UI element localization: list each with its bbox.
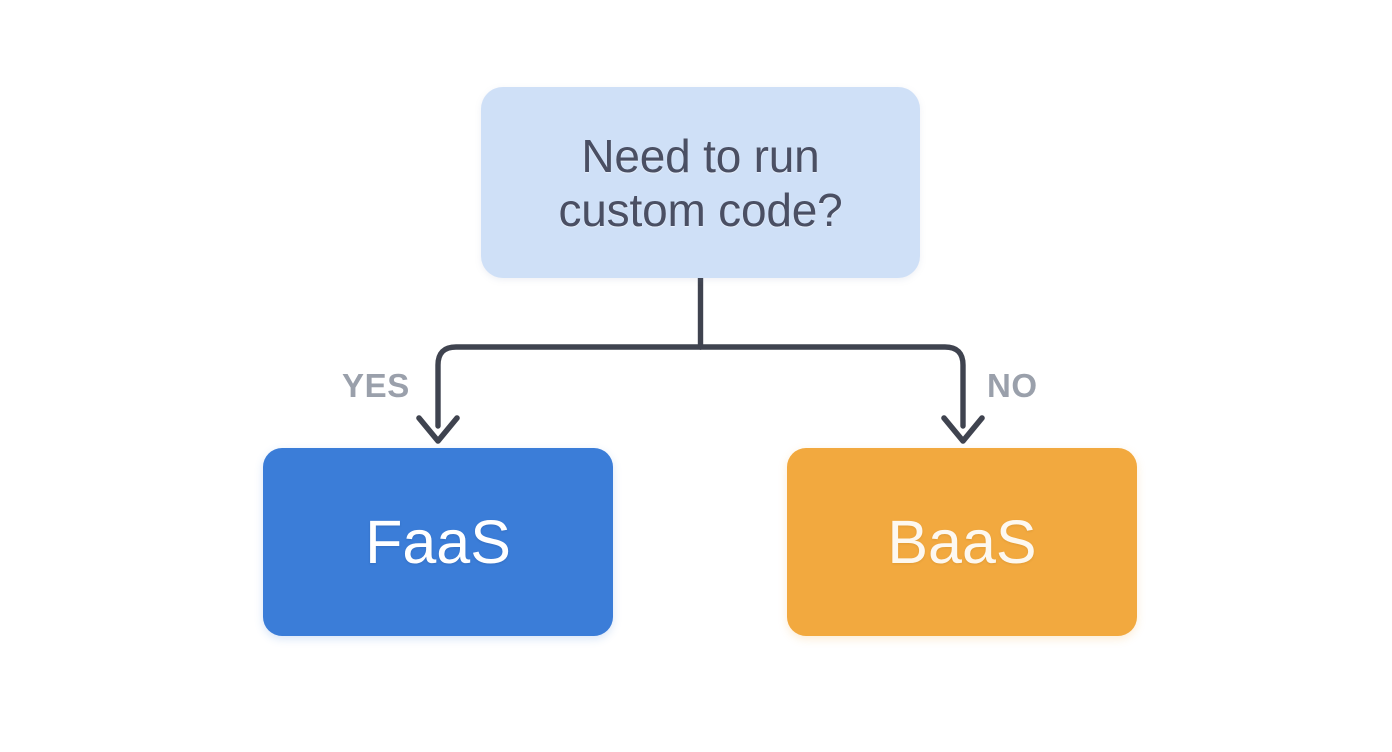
branch-label-no: NO xyxy=(987,367,1038,404)
connector-no-line xyxy=(697,344,966,429)
outcome-node-faas[interactable]: FaaS xyxy=(263,448,613,636)
outcome-node-baas-label: BaaS xyxy=(887,508,1037,576)
outcome-node-baas[interactable]: BaaS xyxy=(787,448,1137,636)
decision-node-text-line2: custom code? xyxy=(558,183,843,236)
branch-label-yes: YES xyxy=(342,367,410,404)
connector-yes-line xyxy=(435,344,704,429)
arrowhead-yes-icon xyxy=(416,415,460,444)
decision-node-text-line1: Need to run xyxy=(581,129,820,182)
outcome-node-faas-label: FaaS xyxy=(365,508,511,576)
decision-node-text: Need to run custom code? xyxy=(559,129,843,237)
arrowhead-no-icon xyxy=(941,415,985,444)
decision-node-need-custom-code[interactable]: Need to run custom code? xyxy=(481,87,920,278)
